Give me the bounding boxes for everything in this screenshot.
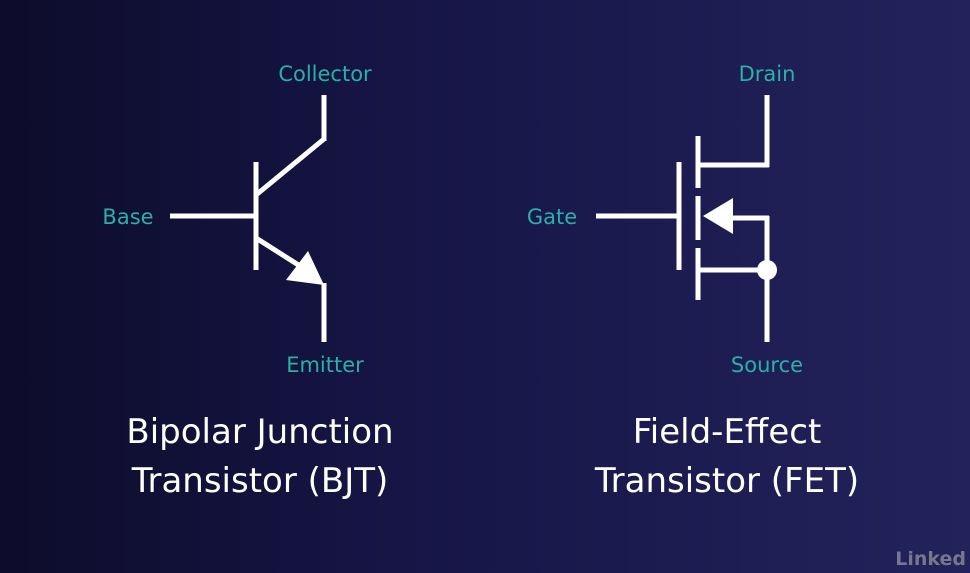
bjt-base-label: Base xyxy=(102,205,153,229)
fet-body-arrow-icon xyxy=(703,198,733,234)
bjt-emitter-label: Emitter xyxy=(286,353,364,377)
fet-source-label: Source xyxy=(731,353,803,377)
bjt-caption-line-1: Bipolar Junction xyxy=(126,412,393,452)
bjt-symbol xyxy=(170,95,327,342)
linkedin-watermark-logo: Linked xyxy=(895,548,966,570)
bjt-emitter-diagonal xyxy=(254,235,302,269)
fet-drain-label: Drain xyxy=(739,62,796,86)
fet-caption-line-2: Transistor (FET) xyxy=(594,461,859,501)
bjt-caption-line-2: Transistor (BJT) xyxy=(131,461,389,501)
fet-symbol xyxy=(596,95,777,342)
fet-caption-line-1: Field-Effect xyxy=(633,412,822,452)
bjt-emitter-arrow-icon xyxy=(286,251,324,285)
bjt-collector-diagonal xyxy=(254,137,326,197)
fet-gate-label: Gate xyxy=(527,205,577,229)
bjt-collector-label: Collector xyxy=(278,62,372,86)
